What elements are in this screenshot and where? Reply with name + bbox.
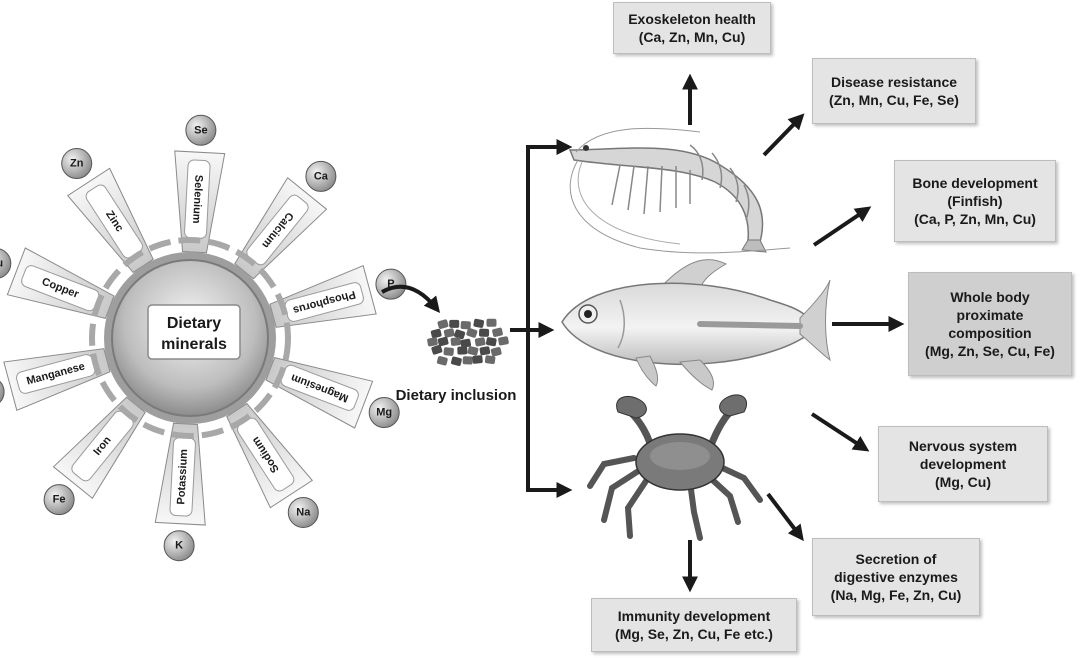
mineral-symbol-cu: Cu	[0, 248, 11, 278]
pellet	[485, 355, 496, 364]
symbol-text: Na	[296, 506, 311, 518]
pellet	[486, 337, 497, 347]
immunity-minerals: (Mg, Se, Zn, Cu, Fe etc.)	[615, 625, 773, 643]
arrow-nervous	[812, 414, 864, 448]
disease-title: Disease resistance	[831, 73, 957, 91]
immunity-title: Immunity development	[618, 607, 770, 625]
outcome-immunity-development: Immunity development (Mg, Se, Zn, Cu, Fe…	[591, 598, 797, 652]
outcome-exoskeleton-health: Exoskeleton health (Ca, Zn, Mn, Cu)	[613, 2, 771, 54]
whole-body-line3: composition	[948, 324, 1031, 342]
pellet	[479, 346, 490, 356]
pellet	[436, 356, 448, 366]
pellet	[490, 347, 502, 357]
center-label-line2: minerals	[161, 336, 227, 353]
mineral-wheel: SeleniumCalciumPhosphorusMagnesiumSodium…	[0, 115, 406, 560]
mineral-symbol-na: Na	[288, 497, 318, 527]
outcome-whole-body-composition: Whole body proximate composition (Mg, Zn…	[908, 272, 1072, 376]
symbol-text: Ca	[314, 170, 329, 182]
nervous-minerals: (Mg, Cu)	[935, 473, 991, 491]
arrow-disease	[764, 118, 800, 155]
crab-icon	[590, 395, 760, 538]
pellet	[473, 318, 484, 328]
nervous-line2: development	[920, 455, 1006, 473]
pellet	[492, 327, 504, 337]
arrow-secretion	[768, 494, 800, 536]
pellet	[486, 319, 496, 327]
secretion-line2: digestive enzymes	[834, 568, 958, 586]
bone-subtitle: (Finfish)	[947, 192, 1002, 210]
exoskeleton-title: Exoskeleton health	[628, 10, 756, 28]
outcome-bone-development: Bone development (Finfish) (Ca, P, Zn, M…	[894, 160, 1056, 242]
pellet	[498, 336, 509, 346]
pellet	[472, 355, 483, 364]
mineral-symbol-ca: Ca	[306, 161, 336, 191]
symbol-text: K	[175, 540, 183, 552]
whole-body-line2: proximate	[957, 306, 1024, 324]
mineral-symbol-zn: Zn	[62, 149, 92, 179]
pellet	[467, 346, 479, 356]
pellet	[430, 328, 442, 338]
whole-body-minerals: (Mg, Zn, Se, Cu, Fe)	[925, 342, 1055, 360]
pellet	[427, 337, 438, 347]
mineral-symbol-se: Se	[186, 115, 216, 145]
symbol-text: Mg	[376, 407, 392, 419]
secretion-minerals: (Na, Mg, Fe, Zn, Cu)	[831, 586, 962, 604]
disease-minerals: (Zn, Mn, Cu, Fe, Se)	[829, 91, 959, 109]
pellet	[451, 356, 463, 366]
pellet	[457, 346, 467, 354]
mineral-symbol-p: P	[376, 269, 406, 299]
mineral-symbol-k: K	[164, 531, 194, 561]
secretion-line1: Secretion of	[856, 550, 937, 568]
pellet	[443, 347, 454, 356]
symbol-text: Zn	[70, 158, 84, 170]
pellet	[463, 356, 473, 364]
pellet	[437, 319, 449, 329]
fish-icon	[562, 260, 830, 390]
symbol-ball	[0, 377, 4, 407]
outcome-disease-resistance: Disease resistance (Zn, Mn, Cu, Fe, Se)	[812, 58, 976, 124]
bone-title: Bone development	[912, 174, 1037, 192]
whole-body-line1: Whole body	[950, 288, 1029, 306]
symbol-text: Fe	[53, 494, 66, 506]
pellet	[443, 328, 455, 338]
exoskeleton-minerals: (Ca, Zn, Mn, Cu)	[639, 28, 746, 46]
mineral-symbol-fe: Fe	[44, 485, 74, 515]
symbol-text: Cu	[0, 257, 3, 269]
center-label-line1: Dietary	[167, 315, 221, 332]
branch-connector	[510, 147, 566, 492]
pellet	[475, 337, 486, 347]
symbol-text: Se	[194, 124, 207, 136]
shrimp-icon	[570, 128, 790, 253]
outcome-digestive-enzymes: Secretion of digestive enzymes (Na, Mg, …	[812, 538, 980, 616]
pellet	[479, 329, 489, 337]
bone-minerals: (Ca, P, Zn, Mn, Cu)	[914, 210, 1036, 228]
feed-pellets-icon	[427, 318, 509, 366]
mineral-symbol-mn: Mn	[0, 377, 4, 407]
arrow-bone	[814, 210, 866, 245]
dietary-inclusion-label: Dietary inclusion	[396, 387, 517, 404]
nervous-line1: Nervous system	[909, 437, 1017, 455]
pellet	[449, 320, 459, 328]
mineral-name-selenium: Selenium	[190, 174, 205, 224]
petal-copper: Copper	[7, 248, 118, 331]
pellet	[450, 337, 461, 346]
outcome-nervous-system: Nervous system development (Mg, Cu)	[878, 426, 1048, 502]
